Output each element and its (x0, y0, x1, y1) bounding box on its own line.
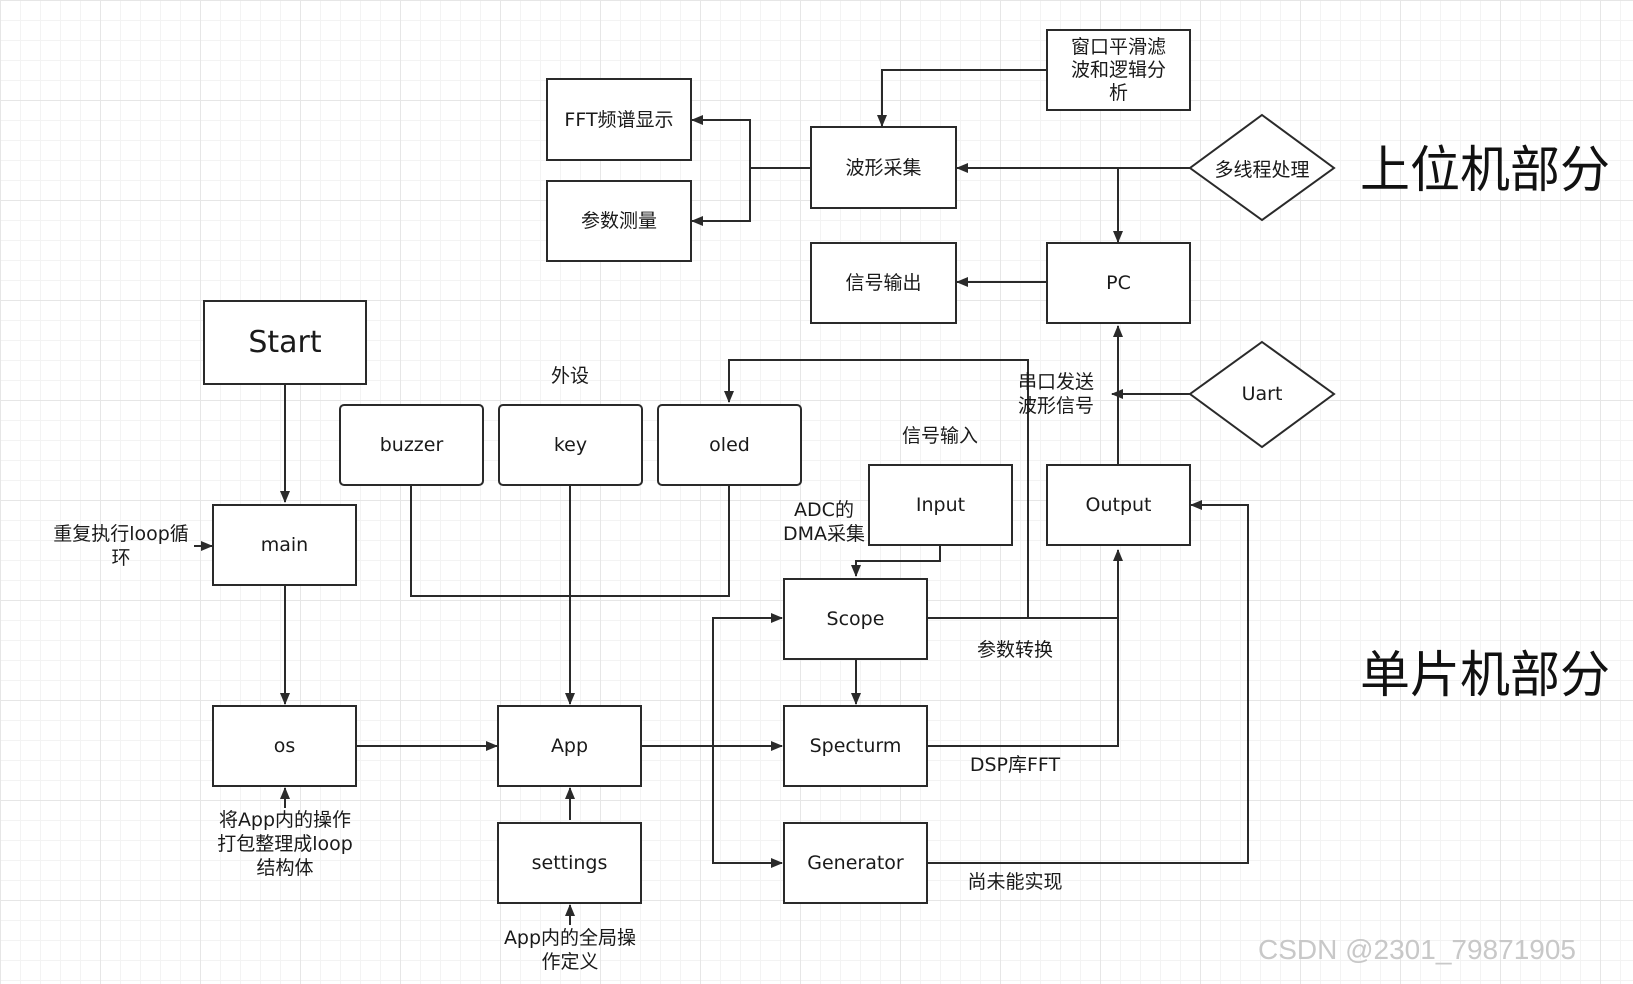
adc-dma-label: ADC的 DMA采集 (782, 499, 866, 545)
signal-output-node[interactable]: 信号输出 (810, 242, 957, 324)
oled-node[interactable]: oled (657, 404, 802, 486)
signal-input-label: 信号输入 (901, 425, 978, 447)
fft-display-node[interactable]: FFT频谱显示 (546, 78, 692, 161)
main-node[interactable]: main (212, 504, 357, 586)
param-measure-node[interactable]: 参数测量 (546, 180, 692, 262)
repeat-loop-label: 重复执行loop循 环 (53, 523, 189, 569)
edge-capture-to-measure (691, 168, 751, 226)
csdn-watermark: CSDN @2301_79871905 (1258, 934, 1576, 965)
not-implemented-label: 尚未能实现 (967, 871, 1063, 893)
multithread-diamond (1188, 113, 1336, 222)
mcu-section-title: 单片机部分 (1360, 646, 1610, 704)
uart-label[interactable]: Uart (1241, 383, 1283, 405)
edge-capture-to-fft (691, 115, 810, 169)
key-node[interactable]: key (498, 404, 643, 486)
buzzer-node[interactable]: buzzer (339, 404, 484, 486)
global-ops-label: App内的全局操 作定义 (503, 927, 637, 973)
input-node[interactable]: Input (868, 464, 1013, 546)
spectrum-node[interactable]: Specturm (783, 705, 928, 787)
os-node[interactable]: os (212, 705, 357, 787)
start-node[interactable]: Start (203, 300, 367, 385)
host-section-title: 上位机部分 (1360, 141, 1610, 199)
edge-app-to-generator (712, 746, 783, 868)
app-node[interactable]: App (497, 705, 642, 787)
wave-capture-node[interactable]: 波形采集 (810, 126, 957, 209)
peripherals-label: 外设 (550, 365, 589, 387)
edge-scope-to-output (928, 549, 1123, 619)
edge-spectrum-to-output (928, 618, 1119, 747)
uart-diamond (1188, 340, 1336, 449)
scope-node[interactable]: Scope (783, 578, 928, 660)
window-filter-node[interactable]: 窗口平滑滤 波和逻辑分 析 (1046, 29, 1191, 111)
output-node[interactable]: Output (1046, 464, 1191, 546)
pc-node[interactable]: PC (1046, 242, 1191, 324)
uart-send-label: 串口发送 波形信号 (1018, 371, 1095, 417)
edge-app-to-scope (712, 613, 783, 746)
edge-generator-to-output (928, 500, 1249, 864)
settings-node[interactable]: settings (497, 822, 642, 904)
pack-loop-label: 将App内的操作 打包整理成loop 结构体 (217, 809, 353, 879)
generator-node[interactable]: Generator (783, 822, 928, 904)
multithread-label[interactable]: 多线程处理 (1214, 158, 1310, 181)
dsp-fft-label: DSP库FFT (969, 754, 1061, 776)
edge-input-to-scope (851, 546, 941, 577)
param-convert-label: 参数转换 (976, 639, 1053, 661)
edge-filter-to-capture (877, 69, 1046, 127)
